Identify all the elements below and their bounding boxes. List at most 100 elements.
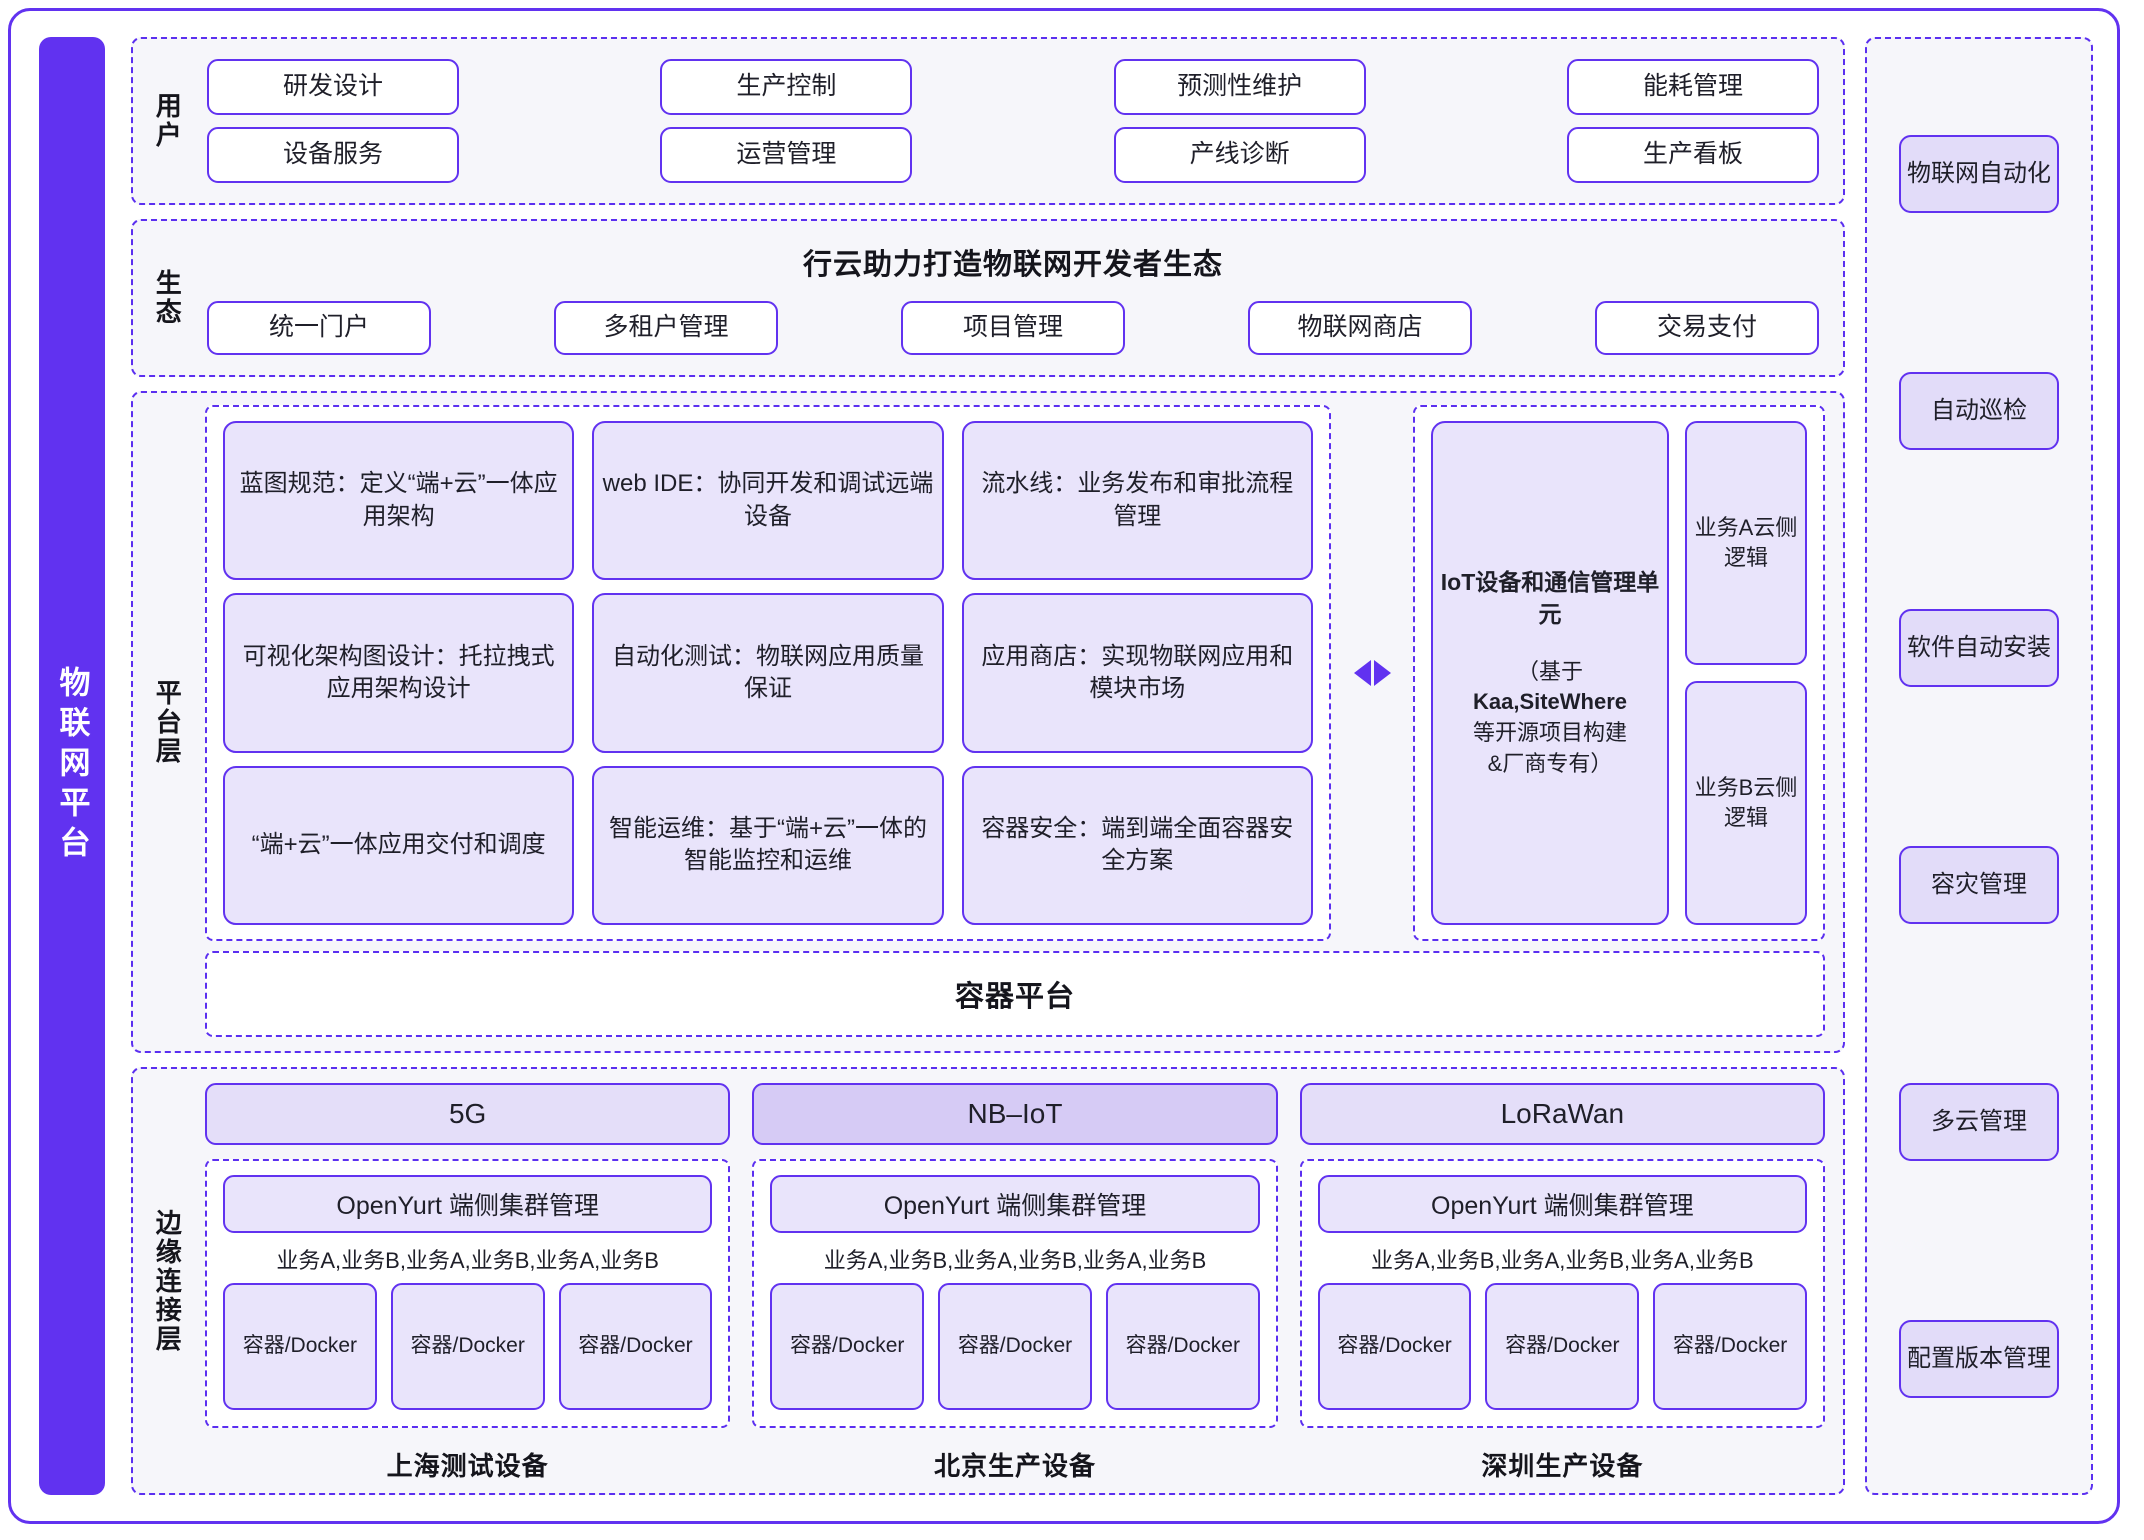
- openyurt-pill-beijing[interactable]: OpenYurt 端侧集群管理: [770, 1175, 1260, 1233]
- section-edge-label: 边缘连接层: [152, 1208, 183, 1354]
- user-item-research-design[interactable]: 研发设计: [207, 59, 459, 115]
- user-row-2: 设备服务 运营管理 产线诊断 生产看板: [207, 127, 1819, 183]
- section-ecosystem: 生态 行云助力打造物联网开发者生态 统一门户 多租户管理 项目管理 物联网商店 …: [131, 219, 1845, 377]
- docker-container-1[interactable]: 容器/Docker: [770, 1283, 925, 1410]
- right-rail-item-auto-inspection[interactable]: 自动巡检: [1899, 371, 2059, 450]
- platform-cap-blueprint-spec[interactable]: 蓝图规范：定义“端+云”一体应用架构: [223, 421, 575, 581]
- openyurt-pill-shenzhen[interactable]: OpenYurt 端侧集群管理: [1317, 1175, 1807, 1233]
- iot-device-comm-management-unit[interactable]: IoT设备和通信管理单元 （基于 Kaa,SiteWhere 等开源项目构建 &…: [1431, 421, 1669, 925]
- user-item-production-control[interactable]: 生产控制: [660, 59, 913, 115]
- platform-cap-web-ide[interactable]: web IDE：协同开发和调试远端设备: [592, 421, 944, 581]
- edge-column-beijing: NB–IoT OpenYurt 端侧集群管理 业务A,业务B,业务A,业务B,业…: [752, 1083, 1278, 1483]
- triangle-right-icon: [1373, 660, 1391, 686]
- cloud-side-business-column: 业务A云侧逻辑 业务B云侧逻辑: [1685, 421, 1807, 925]
- section-user: 用户 研发设计 生产控制 预测性维护 能耗管理 设备服务 运营管理 产线诊断 生…: [131, 37, 1845, 205]
- platform-top-area: 蓝图规范：定义“端+云”一体应用架构 web IDE：协同开发和调试远端设备 流…: [205, 405, 1825, 941]
- eco-item-iot-store[interactable]: 物联网商店: [1248, 301, 1472, 355]
- section-user-body: 研发设计 生产控制 预测性维护 能耗管理 设备服务 运营管理 产线诊断 生产看板: [201, 39, 1843, 203]
- user-item-production-dashboard[interactable]: 生产看板: [1566, 127, 1819, 183]
- docker-container-3[interactable]: 容器/Docker: [1653, 1283, 1807, 1410]
- user-item-predictive-maintenance[interactable]: 预测性维护: [1113, 59, 1366, 115]
- platform-cap-container-security[interactable]: 容器安全：端到端全面容器安全方案: [961, 765, 1313, 925]
- docker-container-2[interactable]: 容器/Docker: [1485, 1283, 1640, 1410]
- left-rail-label: 物联网平台: [54, 666, 90, 866]
- eco-item-multi-tenant[interactable]: 多租户管理: [554, 301, 778, 355]
- architecture-diagram: 物联网平台 用户 研发设计 生产控制 预测性维护 能耗管理 设备服务 运营管理 …: [8, 8, 2120, 1524]
- docker-row-beijing: 容器/Docker 容器/Docker 容器/Docker: [770, 1283, 1260, 1410]
- iot-unit-title: IoT设备和通信管理单元: [1440, 569, 1660, 628]
- section-edge-label-wrap: 边缘连接层: [133, 1069, 201, 1493]
- edge-column-shanghai: 5G OpenYurt 端侧集群管理 业务A,业务B,业务A,业务B,业务A,业…: [205, 1083, 731, 1483]
- business-b-cloud-logic[interactable]: 业务B云侧逻辑: [1685, 681, 1807, 925]
- iot-unit-subtitle: （基于 Kaa,SiteWhere 等开源项目构建 &厂商专有）: [1473, 657, 1627, 780]
- platform-cap-pipeline[interactable]: 流水线：业务发布和审批流程管理: [961, 421, 1313, 581]
- platform-cap-intelligent-ops[interactable]: 智能运维：基于“端+云”一体的智能监控和运维: [592, 765, 944, 925]
- docker-container-2[interactable]: 容器/Docker: [938, 1283, 1092, 1410]
- section-user-label-wrap: 用户: [133, 39, 201, 203]
- section-edge-connection: 边缘连接层 5G OpenYurt 端侧集群管理 业务A,业务B,业务A,业务B…: [131, 1067, 1845, 1495]
- edge-columns: 5G OpenYurt 端侧集群管理 业务A,业务B,业务A,业务B,业务A,业…: [205, 1083, 1825, 1483]
- platform-grid-row-1: 蓝图规范：定义“端+云”一体应用架构 web IDE：协同开发和调试远端设备 流…: [223, 421, 1313, 581]
- eco-item-unified-portal[interactable]: 统一门户: [207, 301, 431, 355]
- user-item-energy-management[interactable]: 能耗管理: [1566, 59, 1819, 115]
- right-rail-item-disaster-recovery[interactable]: 容灾管理: [1899, 845, 2059, 924]
- platform-capability-grid: 蓝图规范：定义“端+云”一体应用架构 web IDE：协同开发和调试远端设备 流…: [205, 405, 1331, 941]
- platform-bidirectional-arrows: [1345, 405, 1399, 941]
- triangle-left-icon: [1353, 660, 1371, 686]
- business-list-shanghai: 业务A,业务B,业务A,业务B,业务A,业务B: [276, 1248, 659, 1273]
- section-platform: 平台层 蓝图规范：定义“端+云”一体应用架构 web IDE：协同开发和调试远端…: [131, 391, 1845, 1053]
- network-pill-5g[interactable]: 5G: [205, 1083, 731, 1145]
- platform-iot-management-area: IoT设备和通信管理单元 （基于 Kaa,SiteWhere 等开源项目构建 &…: [1413, 405, 1825, 941]
- docker-container-2[interactable]: 容器/Docker: [390, 1283, 545, 1410]
- iot-unit-sub-prefix: （基于: [1516, 658, 1583, 684]
- docker-container-1[interactable]: 容器/Docker: [223, 1283, 377, 1410]
- platform-cap-automated-testing[interactable]: 自动化测试：物联网应用质量保证: [592, 593, 944, 753]
- docker-container-3[interactable]: 容器/Docker: [1105, 1283, 1260, 1410]
- section-eco-label-wrap: 生态: [133, 221, 201, 375]
- site-caption-beijing: 北京生产设备: [933, 1451, 1096, 1481]
- business-list-shenzhen: 业务A,业务B,业务A,业务B,业务A,业务B: [1371, 1248, 1754, 1273]
- user-item-operations-management[interactable]: 运营管理: [660, 127, 913, 183]
- center-column: 用户 研发设计 生产控制 预测性维护 能耗管理 设备服务 运营管理 产线诊断 生…: [131, 37, 1845, 1495]
- user-item-device-service[interactable]: 设备服务: [207, 127, 459, 183]
- platform-cap-app-store[interactable]: 应用商店：实现物联网应用和模块市场: [961, 593, 1313, 753]
- section-eco-body: 行云助力打造物联网开发者生态 统一门户 多租户管理 项目管理 物联网商店 交易支…: [201, 221, 1843, 375]
- openyurt-pill-shanghai[interactable]: OpenYurt 端侧集群管理: [223, 1175, 713, 1233]
- docker-container-1[interactable]: 容器/Docker: [1317, 1283, 1472, 1410]
- right-rail-item-config-version-management[interactable]: 配置版本管理: [1899, 1319, 2059, 1398]
- platform-grid-row-2: 可视化架构图设计：托拉拽式应用架构设计 自动化测试：物联网应用质量保证 应用商店…: [223, 593, 1313, 753]
- container-platform-bar: 容器平台: [205, 951, 1825, 1037]
- section-platform-label: 平台层: [152, 678, 183, 766]
- network-pill-nbiot[interactable]: NB–IoT: [752, 1083, 1278, 1145]
- eco-item-project-management[interactable]: 项目管理: [901, 301, 1125, 355]
- docker-row-shenzhen: 容器/Docker 容器/Docker 容器/Docker: [1317, 1283, 1807, 1410]
- business-a-cloud-logic[interactable]: 业务A云侧逻辑: [1685, 421, 1807, 665]
- platform-grid-row-3: “端+云”一体应用交付和调度 智能运维：基于“端+云”一体的智能监控和运维 容器…: [223, 765, 1313, 925]
- site-caption-shanghai: 上海测试设备: [386, 1451, 549, 1481]
- right-rail-item-software-auto-install[interactable]: 软件自动安装: [1899, 608, 2059, 687]
- platform-cap-visual-architecture[interactable]: 可视化架构图设计：托拉拽式应用架构设计: [223, 593, 575, 753]
- docker-row-shanghai: 容器/Docker 容器/Docker 容器/Docker: [223, 1283, 713, 1410]
- ecosystem-item-row: 统一门户 多租户管理 项目管理 物联网商店 交易支付: [207, 301, 1819, 355]
- platform-cap-edge-cloud-delivery[interactable]: “端+云”一体应用交付和调度: [223, 765, 575, 925]
- site-box-shanghai: OpenYurt 端侧集群管理 业务A,业务B,业务A,业务B,业务A,业务B …: [205, 1159, 731, 1428]
- right-rail-item-iot-automation[interactable]: 物联网自动化: [1899, 134, 2059, 213]
- iot-unit-sub-line3: 等开源项目构建: [1472, 720, 1627, 746]
- user-row-1: 研发设计 生产控制 预测性维护 能耗管理: [207, 59, 1819, 115]
- right-rail-item-multicloud-management[interactable]: 多云管理: [1899, 1082, 2059, 1161]
- section-platform-label-wrap: 平台层: [133, 393, 201, 1051]
- edge-column-shenzhen: LoRaWan OpenYurt 端侧集群管理 业务A,业务B,业务A,业务B,…: [1299, 1083, 1825, 1483]
- left-rail-iot-platform: 物联网平台: [39, 37, 105, 1495]
- section-edge-body: 5G OpenYurt 端侧集群管理 业务A,业务B,业务A,业务B,业务A,业…: [201, 1069, 1843, 1493]
- site-box-beijing: OpenYurt 端侧集群管理 业务A,业务B,业务A,业务B,业务A,业务B …: [752, 1159, 1278, 1428]
- ecosystem-title: 行云助力打造物联网开发者生态: [802, 249, 1223, 281]
- user-item-line-diagnostics[interactable]: 产线诊断: [1113, 127, 1366, 183]
- eco-item-transaction-payment[interactable]: 交易支付: [1595, 301, 1819, 355]
- docker-container-3[interactable]: 容器/Docker: [558, 1283, 713, 1410]
- right-rail-capabilities: 物联网自动化 自动巡检 软件自动安装 容灾管理 多云管理 配置版本管理: [1865, 37, 2093, 1495]
- section-platform-body: 蓝图规范：定义“端+云”一体应用架构 web IDE：协同开发和调试远端设备 流…: [201, 393, 1843, 1051]
- iot-unit-sub-line4: &厂商专有）: [1487, 750, 1613, 776]
- section-eco-label: 生态: [152, 269, 183, 327]
- business-list-beijing: 业务A,业务B,业务A,业务B,业务A,业务B: [823, 1248, 1207, 1273]
- network-pill-lorawan[interactable]: LoRaWan: [1299, 1083, 1825, 1145]
